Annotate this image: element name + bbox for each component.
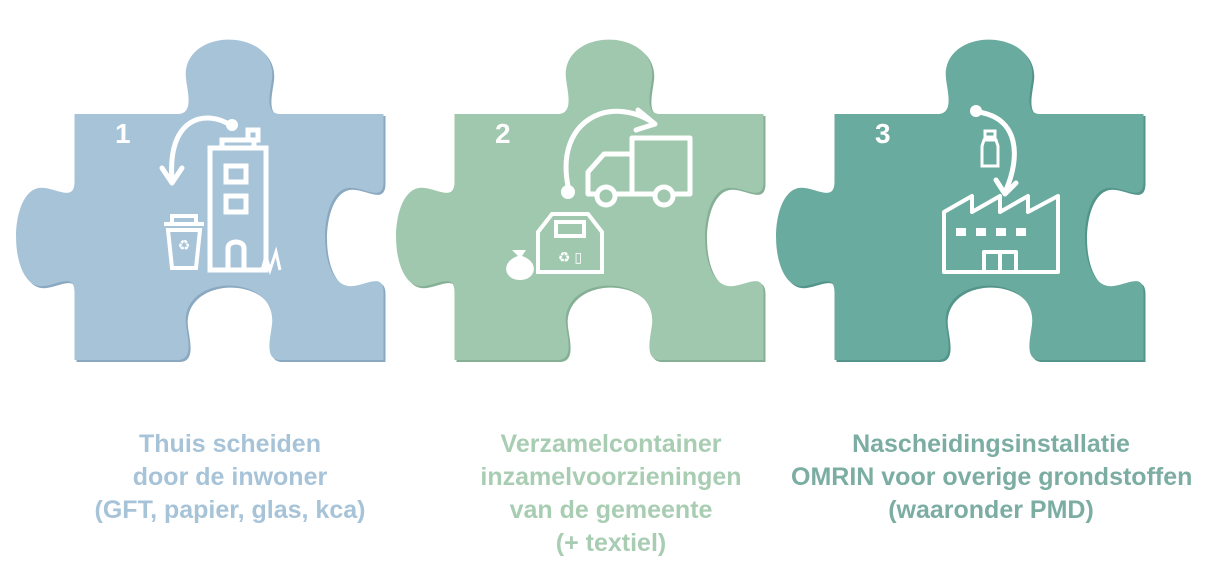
caption-line: (+ textiel)	[555, 529, 667, 557]
caption-line: (GFT, papier, glas, kca)	[94, 496, 366, 524]
svg-text:♻ ▯: ♻ ▯	[558, 249, 582, 265]
arrow-icon	[159, 115, 238, 186]
caption-line: (waaronder PMD)	[888, 496, 1094, 524]
step-number-1: 1	[115, 118, 131, 149]
caption-step-2: Verzamelcontainer inzamelvoorzieningen v…	[411, 428, 811, 560]
container-icon: ♻ ▯	[536, 212, 604, 274]
step-number-2: 2	[495, 118, 511, 149]
step-number-3: 3	[875, 118, 891, 149]
trash-bin-icon: ♻	[164, 214, 204, 270]
factory-icon	[942, 194, 1060, 274]
garbage-bag-icon	[506, 250, 534, 280]
puzzle-diagram: 1 ♻ 2	[16, 39, 1146, 363]
puzzle-piece-2: 2 ♻ ▯	[396, 39, 766, 363]
puzzle-piece-1: 1 ♻	[16, 39, 386, 363]
caption-step-1: Thuis scheiden door de inwoner (GFT, pap…	[30, 428, 430, 527]
apartment-building-icon	[207, 127, 269, 273]
puzzle-piece-3: 3	[776, 39, 1146, 363]
caption-step-3: Nascheidingsinstallatie OMRIN voor overi…	[791, 428, 1193, 527]
caption-line: Thuis scheiden	[139, 430, 321, 458]
caption-line: inzamelvoorzieningen	[480, 463, 742, 491]
caption-line: Verzamelcontainer	[500, 430, 722, 458]
svg-text:♻: ♻	[178, 237, 191, 253]
caption-line: van de gemeente	[509, 496, 713, 524]
arrow-icon	[970, 105, 1019, 197]
caption-line: OMRIN voor overige grondstoffen	[791, 463, 1193, 491]
caption-line: Nascheidingsinstallatie	[852, 430, 1130, 458]
caption-line: door de inwoner	[132, 463, 328, 491]
arrow-icon	[561, 107, 658, 199]
truck-icon	[585, 135, 693, 208]
grass-icon	[260, 246, 282, 276]
bottle-icon	[980, 129, 1000, 168]
